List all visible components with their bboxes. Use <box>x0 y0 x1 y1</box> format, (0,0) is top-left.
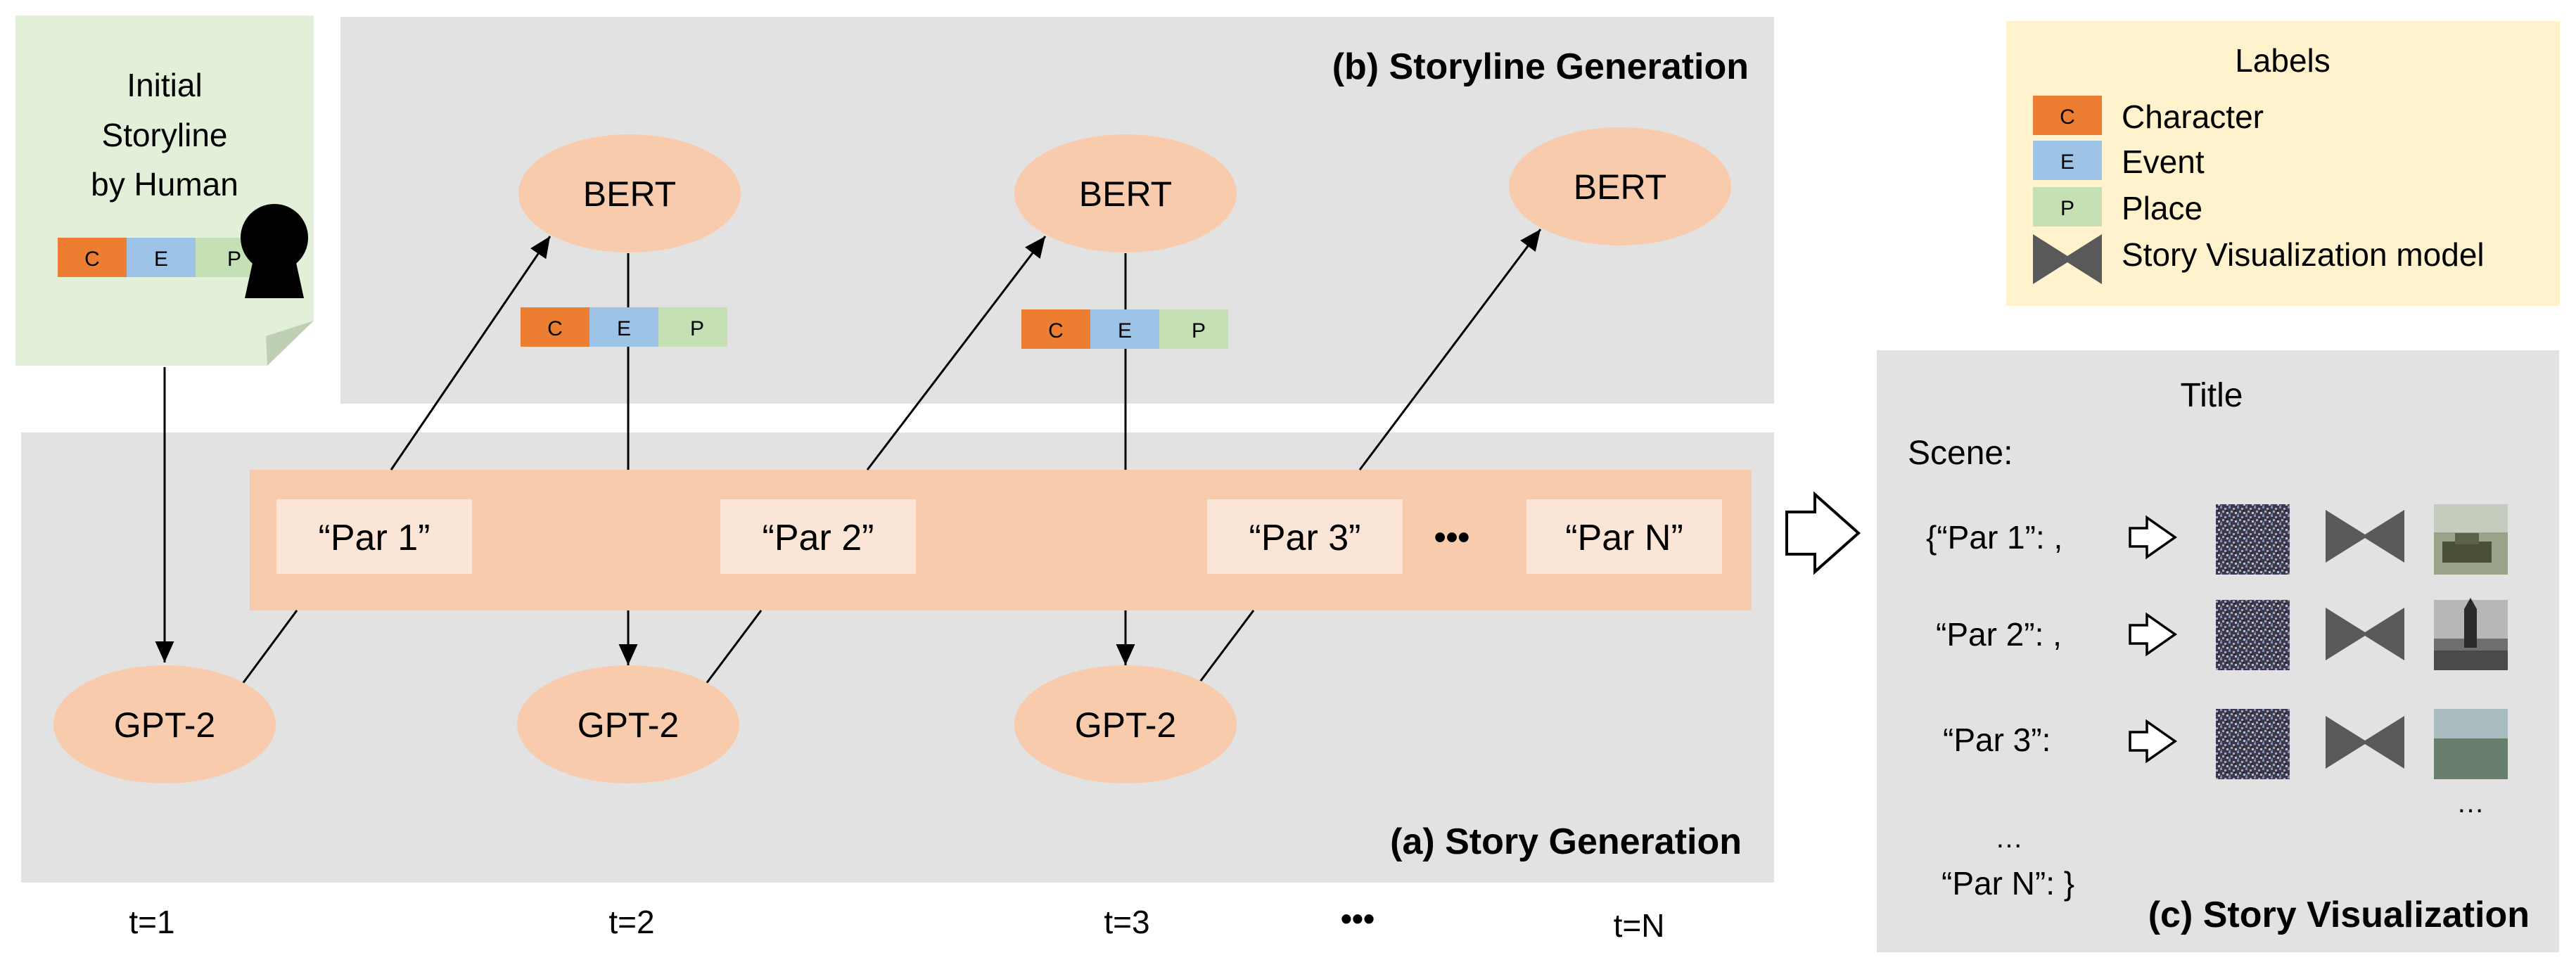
paragraph-box-2: “Par 2” <box>720 499 916 574</box>
legend-item-place-tag: P <box>2060 197 2074 220</box>
human-lock-icon <box>241 204 308 298</box>
legend-item-model: Story Visualization model <box>2033 234 2485 284</box>
bert-node-2-label: BERT <box>1079 174 1172 214</box>
timestep-1: t=1 <box>129 904 174 940</box>
story-visualization-title: (c) Story Visualization <box>2148 895 2530 935</box>
paragraph-n-label: “Par N” <box>1565 518 1683 558</box>
cep-bar-2: C E P <box>1021 309 1228 349</box>
visualization-row-2: “Par 2”: , <box>1936 616 2062 653</box>
legend-item-model-label: Story Visualization model <box>2122 236 2485 273</box>
cep-bar-2-c: C <box>1048 319 1064 342</box>
legend: Labels C Character E Event P Place Story… <box>2006 21 2560 306</box>
initial-note-line-1: Initial <box>127 67 202 103</box>
initial-tag-c: C <box>84 248 100 271</box>
initial-tag-e: E <box>154 248 168 271</box>
cep-bar-1-e: E <box>617 317 631 340</box>
gpt-node-3-label: GPT-2 <box>1075 705 1176 745</box>
visualization-title: Title <box>2181 377 2243 414</box>
row-3-arrow-icon <box>2129 719 2178 764</box>
noise-image-1 <box>2216 504 2290 575</box>
cep-bar-1: C E P <box>521 307 727 347</box>
initial-cep-bar: C E P <box>58 238 264 277</box>
paragraph-2-label: “Par 2” <box>763 518 874 558</box>
visualization-dots-right: … <box>2456 788 2485 819</box>
gpt-node-2: GPT-2 <box>517 665 739 783</box>
legend-item-place-label: Place <box>2122 190 2202 226</box>
story-generation-title: (a) Story Generation <box>1390 821 1742 862</box>
cep-bar-1-c: C <box>547 317 563 340</box>
cep-bar-2-p: P <box>1192 319 1206 342</box>
paragraph-3-label: “Par 3” <box>1249 518 1361 558</box>
initial-note-line-3: by Human <box>91 166 238 203</box>
gpt-node-1: GPT-2 <box>53 665 276 783</box>
paragraph-box-1: “Par 1” <box>276 499 472 574</box>
visualization-row-1: {“Par 1”: , <box>1926 519 2062 556</box>
generated-image-3 <box>2434 709 2508 779</box>
noise-image-2 <box>2216 600 2290 670</box>
noise-image-3 <box>2216 709 2290 779</box>
timestep-n: t=N <box>1614 907 1665 944</box>
bert-node-1-label: BERT <box>583 174 676 214</box>
generated-image-1 <box>2434 504 2508 575</box>
timestep-ellipsis: ••• <box>1341 900 1375 937</box>
bert-node-2: BERT <box>1014 134 1237 252</box>
paragraph-ellipsis: ••• <box>1434 519 1469 556</box>
to-visualization-arrow-icon <box>1785 491 1861 575</box>
visualization-row-n: “Par N”: } <box>1941 865 2074 902</box>
row-2-model-icon <box>2326 608 2404 660</box>
timestep-2: t=2 <box>608 904 654 940</box>
paragraph-box-n: “Par N” <box>1526 499 1722 574</box>
row-1-model-icon <box>2326 510 2404 563</box>
gpt-node-2-label: GPT-2 <box>578 705 679 745</box>
visualization-scene-label: Scene: <box>1908 435 2013 472</box>
visualization-row-3: “Par 3”: <box>1943 722 2051 758</box>
bert-node-3: BERT <box>1509 127 1731 245</box>
bert-node-3-label: BERT <box>1574 167 1666 207</box>
legend-item-place: P Place <box>2033 187 2202 226</box>
legend-item-character: C Character <box>2033 96 2264 135</box>
cep-bar-1-p: P <box>690 317 704 340</box>
legend-item-event: E Event <box>2033 141 2205 180</box>
paragraph-1-label: “Par 1” <box>319 518 431 558</box>
paragraph-band <box>250 470 1752 610</box>
legend-item-character-label: Character <box>2122 98 2264 135</box>
visualization-dots-left: … <box>1995 823 2023 854</box>
gpt-node-1-label: GPT-2 <box>114 705 215 745</box>
storyline-generation-title: (b) Storyline Generation <box>1332 46 1749 87</box>
cep-bar-2-e: E <box>1118 319 1132 342</box>
bert-node-1: BERT <box>518 134 741 252</box>
timestep-3: t=3 <box>1104 904 1149 940</box>
initial-tag-p: P <box>227 248 241 271</box>
legend-title: Labels <box>2235 42 2330 79</box>
paragraph-box-3: “Par 3” <box>1207 499 1403 574</box>
initial-storyline-note: Initial Storyline by Human C E P <box>15 15 314 366</box>
row-2-arrow-icon <box>2129 612 2178 657</box>
row-1-arrow-icon <box>2129 515 2178 560</box>
gpt-node-3: GPT-2 <box>1014 665 1237 783</box>
generated-image-2 <box>2434 598 2508 670</box>
legend-item-event-label: Event <box>2122 143 2205 180</box>
row-3-model-icon <box>2326 716 2404 769</box>
legend-item-event-tag: E <box>2060 151 2074 174</box>
connectors <box>155 229 1542 684</box>
initial-note-line-2: Storyline <box>102 117 228 153</box>
legend-item-character-tag: C <box>2060 105 2075 129</box>
bowtie-model-icon <box>2033 234 2102 284</box>
